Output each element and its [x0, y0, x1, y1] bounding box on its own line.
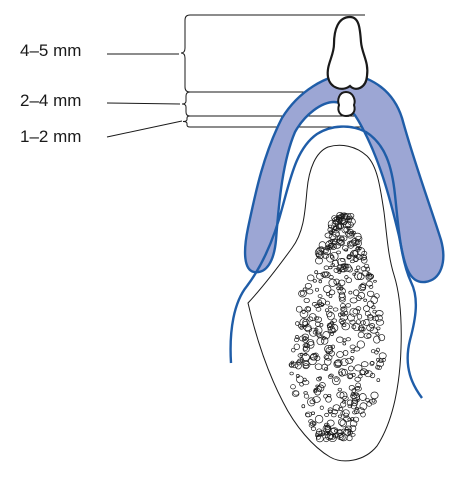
- leader-middle: [107, 103, 180, 104]
- tooth-root: [338, 92, 354, 116]
- leader-lines: [107, 54, 182, 137]
- leader-base: [107, 121, 182, 137]
- dimension-braces: [181, 15, 190, 127]
- brace-crown: [181, 15, 190, 92]
- brace-base: [183, 116, 190, 127]
- tooth-crown: [328, 17, 368, 89]
- dimension-label-base: 1–2 mm: [20, 127, 81, 147]
- brace-middle: [182, 92, 190, 116]
- dimension-label-crown: 4–5 mm: [20, 41, 81, 61]
- dimension-label-middle: 2–4 mm: [20, 91, 81, 111]
